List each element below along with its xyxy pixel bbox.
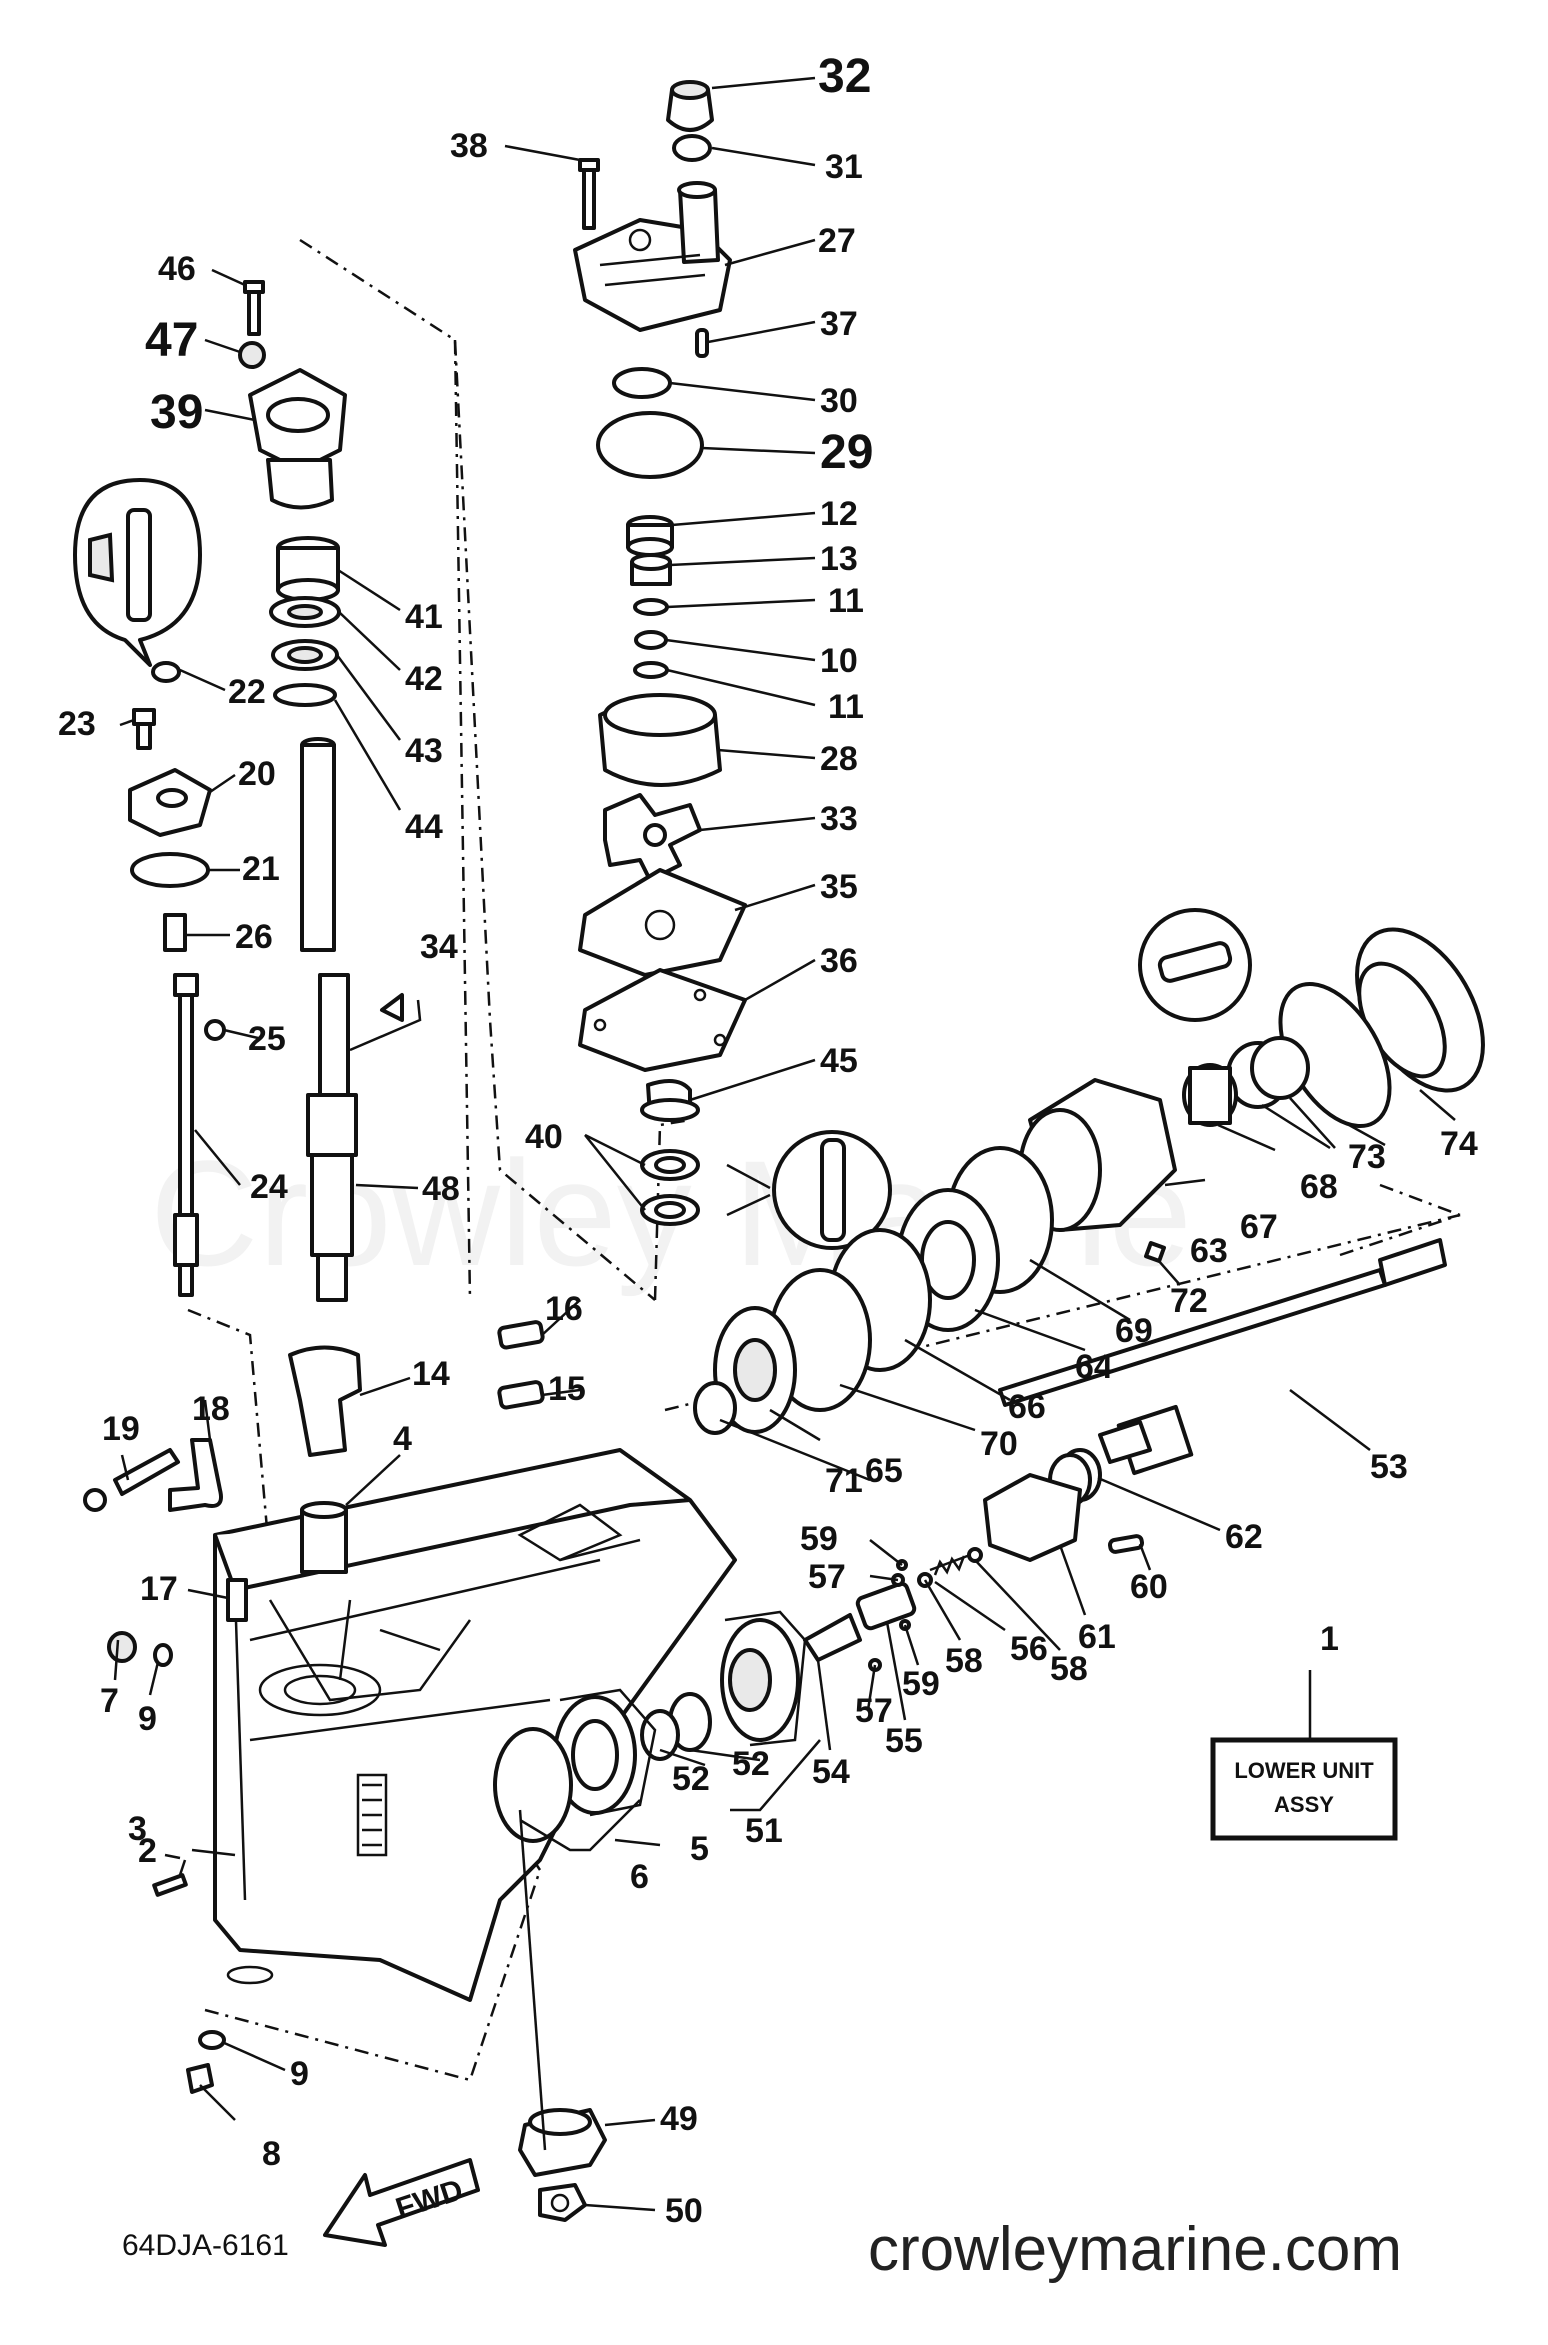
callout-p11b: 11 — [828, 688, 864, 726]
callout-p42: 42 — [405, 660, 443, 698]
callout-p68: 68 — [1300, 1168, 1338, 1206]
callout-p14: 14 — [412, 1355, 450, 1393]
callout-p7: 7 — [100, 1682, 119, 1720]
callout-p48: 48 — [422, 1170, 460, 1208]
callout-p20: 20 — [238, 755, 276, 793]
callout-p24: 24 — [250, 1168, 288, 1206]
callout-p51: 51 — [745, 1812, 783, 1850]
leader-lines — [113, 76, 1456, 2212]
callout-p35: 35 — [820, 868, 858, 906]
callout-p6: 6 — [630, 1858, 649, 1896]
callout-p73: 73 — [1348, 1138, 1386, 1176]
callout-p30: 30 — [820, 382, 858, 420]
callout-p50: 50 — [665, 2192, 703, 2230]
callout-p62: 62 — [1225, 1518, 1263, 1556]
callout-p37: 37 — [820, 305, 858, 343]
callout-p55: 55 — [885, 1722, 923, 1760]
callout-p39: 39 — [150, 386, 203, 439]
callout-p36: 36 — [820, 942, 858, 980]
callout-p4: 4 — [393, 1420, 412, 1458]
callout-p12: 12 — [820, 495, 858, 533]
fwd-direction-arrow: FWD — [323, 2158, 480, 2247]
callout-p65: 65 — [865, 1452, 903, 1490]
assembly-label-box: LOWER UNIT ASSY — [1210, 1670, 1398, 1841]
callout-p8: 8 — [262, 2135, 281, 2173]
callout-p32: 32 — [818, 50, 871, 103]
callout-p13: 13 — [820, 540, 858, 578]
callout-p61: 61 — [1078, 1618, 1116, 1656]
callout-p45: 45 — [820, 1042, 858, 1080]
callout-p1: 1 — [1320, 1620, 1339, 1658]
callout-p5: 5 — [690, 1830, 709, 1868]
callout-p66: 66 — [1008, 1388, 1046, 1426]
callout-p70: 70 — [980, 1425, 1018, 1463]
callout-p47: 47 — [145, 314, 198, 367]
callout-p72: 72 — [1170, 1282, 1208, 1320]
fwd-label: FWD — [392, 2173, 467, 2225]
callout-p64: 64 — [1075, 1348, 1113, 1386]
callout-p23: 23 — [58, 705, 96, 743]
callout-p58a: 58 — [945, 1642, 983, 1680]
callout-p27: 27 — [818, 222, 856, 260]
website-url: crowleymarine.com — [868, 2215, 1402, 2284]
callout-p9a: 9 — [138, 1700, 157, 1738]
callout-p71: 71 — [825, 1462, 863, 1500]
callout-p38: 38 — [450, 127, 488, 165]
callout-p21: 21 — [242, 850, 280, 888]
callout-p58b: 58 — [1050, 1650, 1088, 1688]
callout-p28: 28 — [820, 740, 858, 778]
callout-p57a: 57 — [808, 1558, 846, 1596]
callout-p63: 63 — [1190, 1232, 1228, 1270]
callout-p9b: 9 — [290, 2055, 309, 2093]
callout-p46: 46 — [158, 250, 196, 288]
water-pump-assembly — [573, 80, 747, 1226]
callout-p56: 56 — [1010, 1630, 1048, 1668]
callout-p31: 31 — [825, 148, 863, 186]
callout-p29: 29 — [820, 426, 873, 479]
callout-p74: 74 — [1440, 1125, 1478, 1163]
callout-p18: 18 — [192, 1390, 230, 1428]
callout-p33: 33 — [820, 800, 858, 838]
callout-p2: 2 — [138, 1832, 157, 1870]
callout-p60: 60 — [1130, 1568, 1168, 1606]
callout-p26: 26 — [235, 918, 273, 956]
callout-p17: 17 — [140, 1570, 178, 1608]
callout-p22: 22 — [228, 673, 266, 711]
drawing-code: 64DJA-6161 — [122, 2229, 289, 2262]
callout-p15: 15 — [548, 1370, 586, 1408]
assembly-box-text: LOWER UNIT — [1234, 1758, 1374, 1783]
callout-numbers: 32 31 38 27 37 30 29 12 13 11 10 11 28 3… — [58, 50, 1478, 2230]
callout-p25: 25 — [248, 1020, 286, 1058]
callout-p41: 41 — [405, 598, 443, 636]
propeller-shaft-assembly — [493, 908, 1485, 2222]
callout-p53: 53 — [1370, 1448, 1408, 1486]
assembly-box-text: ASSY — [1274, 1792, 1334, 1817]
fittings-left — [83, 1320, 545, 2094]
callout-p59a: 59 — [800, 1520, 838, 1558]
callout-p57b: 57 — [855, 1692, 893, 1730]
callout-p3: 3 — [128, 1810, 147, 1848]
callout-p43: 43 — [405, 732, 443, 770]
callout-p19: 19 — [102, 1410, 140, 1448]
callout-p52b: 52 — [732, 1745, 770, 1783]
callout-p59b: 59 — [902, 1665, 940, 1703]
callout-p52a: 52 — [672, 1760, 710, 1798]
callout-p16: 16 — [545, 1290, 583, 1328]
callout-p49: 49 — [660, 2100, 698, 2138]
callout-p69: 69 — [1115, 1312, 1153, 1350]
callout-p11a: 11 — [828, 582, 864, 620]
callout-p10: 10 — [820, 642, 858, 680]
callout-p54: 54 — [812, 1753, 850, 1791]
callout-p40: 40 — [525, 1118, 563, 1156]
callout-p44: 44 — [405, 808, 443, 846]
shift-rod-column — [73, 478, 226, 1297]
callout-p34: 34 — [420, 928, 458, 966]
callout-p67: 67 — [1240, 1208, 1278, 1246]
drive-shaft-column — [238, 280, 404, 1574]
